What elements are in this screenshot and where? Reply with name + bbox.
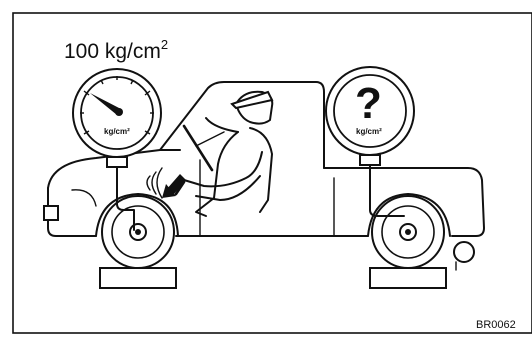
pressure-label: 100 kg/cm2 xyxy=(64,37,168,63)
front-wheel-stand xyxy=(100,268,176,288)
front-wheel xyxy=(102,196,174,268)
headlight xyxy=(44,206,58,220)
left-gauge-unit: kg/cm² xyxy=(104,127,130,136)
unknown-pressure-symbol: ? xyxy=(355,79,382,128)
figure-code: BR0062 xyxy=(476,319,516,331)
rear-wheel xyxy=(372,196,444,268)
right-pressure-gauge: ? kg/cm² xyxy=(326,67,414,216)
bleeder-fitting xyxy=(454,242,474,262)
brake-pedal xyxy=(147,168,186,198)
rear-wheel-stand xyxy=(370,268,446,288)
right-gauge-unit: kg/cm² xyxy=(356,127,382,136)
